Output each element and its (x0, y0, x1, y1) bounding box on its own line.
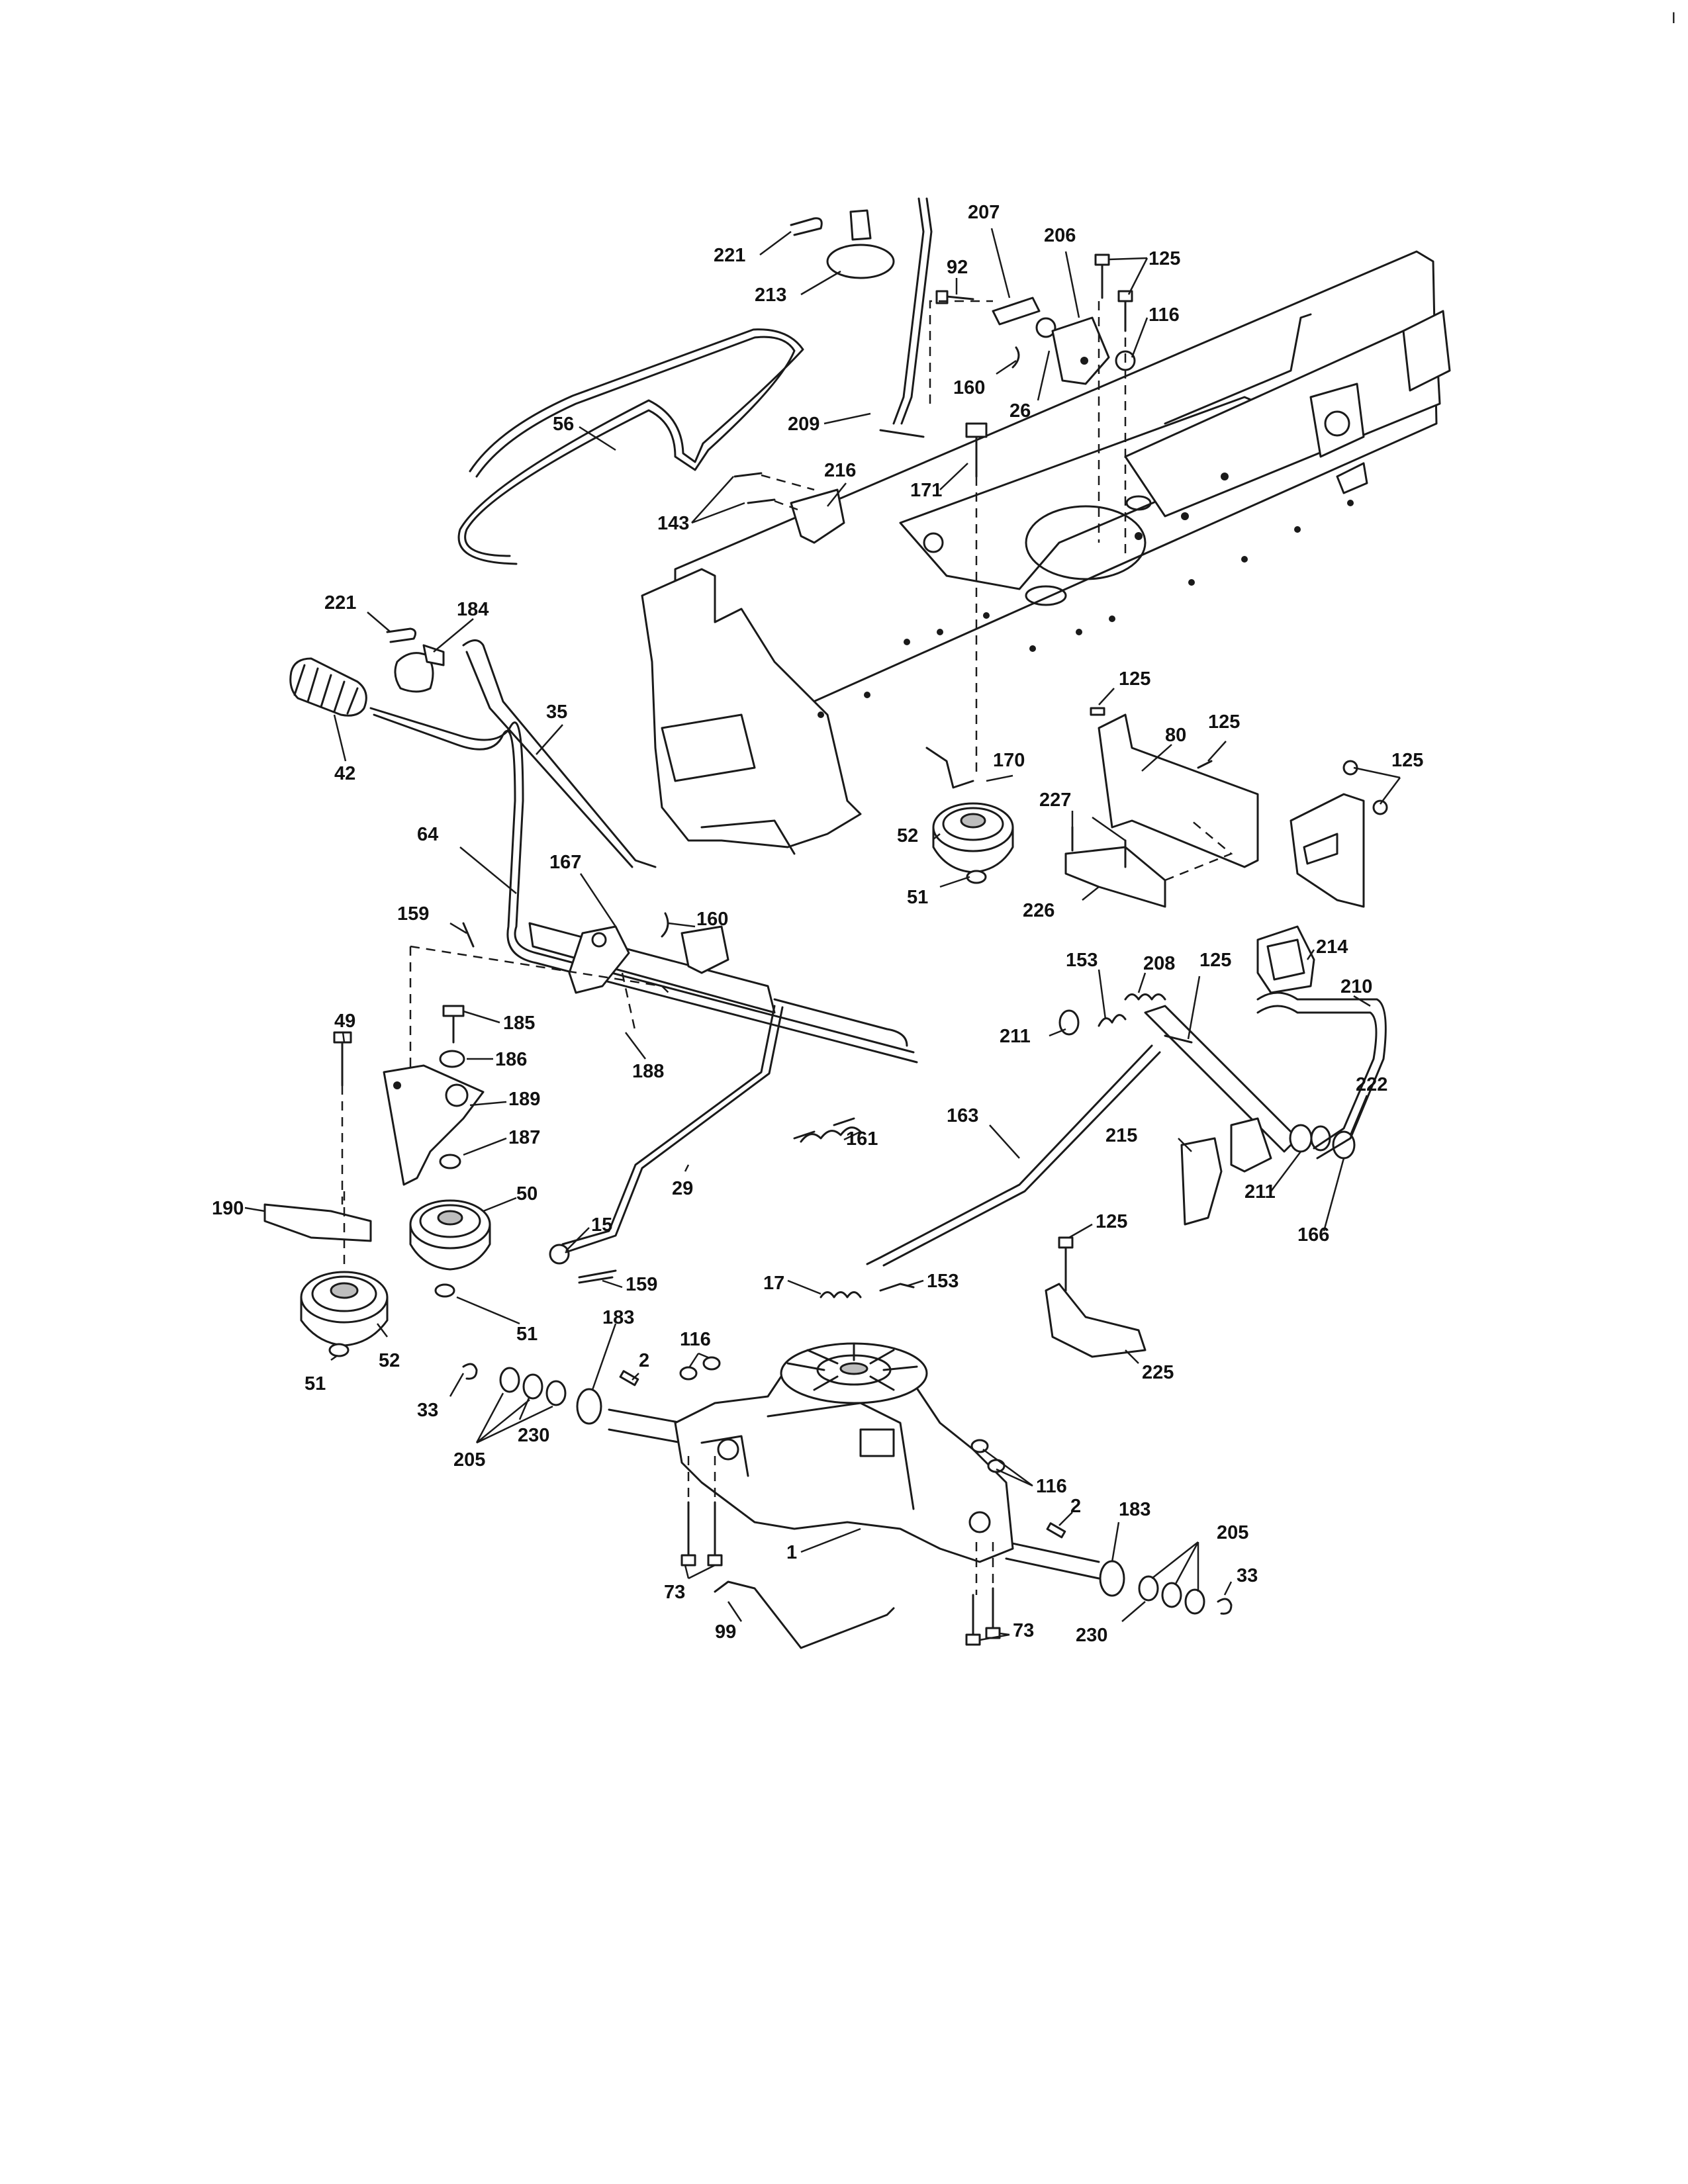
callout-160: 160 (953, 377, 985, 398)
transaxle (462, 1342, 1233, 1649)
drive-belt (457, 328, 804, 565)
callout-51: 51 (516, 1324, 538, 1345)
callout-125: 125 (1208, 711, 1240, 733)
callout-143: 143 (657, 513, 689, 534)
callout-49: 49 (334, 1011, 355, 1032)
callout-73: 73 (1013, 1620, 1034, 1641)
callout-171: 171 (910, 480, 942, 501)
callout-125: 125 (1096, 1211, 1127, 1232)
callout-2: 2 (1070, 1496, 1081, 1517)
callout-208: 208 (1143, 953, 1175, 974)
callout-1: 1 (786, 1542, 797, 1563)
callout-211: 211 (1244, 1181, 1276, 1203)
callout-227: 227 (1039, 790, 1071, 811)
idler-assembly-left (263, 1005, 491, 1357)
callout-221: 221 (324, 592, 356, 614)
callout-184: 184 (457, 599, 489, 620)
frame-assembly (641, 250, 1451, 855)
callout-170: 170 (993, 750, 1025, 771)
callout-labels: 221 213 207 206 125 92 116 160 26 209 56… (212, 202, 1423, 1646)
callout-190: 190 (212, 1198, 244, 1219)
callout-56: 56 (553, 414, 574, 435)
callout-167: 167 (549, 852, 581, 873)
callout-206: 206 (1044, 225, 1076, 246)
callout-161: 161 (846, 1128, 878, 1150)
callout-214: 214 (1316, 936, 1348, 958)
callout-33: 33 (417, 1400, 438, 1421)
callout-216: 216 (824, 460, 856, 481)
callout-230: 230 (1076, 1625, 1107, 1646)
callout-80: 80 (1165, 725, 1186, 746)
callout-52: 52 (379, 1350, 400, 1371)
callout-226: 226 (1023, 900, 1055, 921)
pedal-assembly-right (820, 925, 1387, 1358)
callout-64: 64 (417, 824, 438, 845)
callout-159: 159 (626, 1274, 657, 1295)
callout-125: 125 (1149, 248, 1180, 269)
callout-15: 15 (591, 1214, 612, 1236)
callout-51: 51 (305, 1373, 326, 1394)
callout-35: 35 (546, 702, 567, 723)
callout-51: 51 (907, 887, 928, 908)
callout-29: 29 (672, 1178, 693, 1199)
callout-73: 73 (664, 1582, 685, 1603)
callout-211: 211 (1000, 1026, 1031, 1047)
callout-221: 221 (714, 245, 745, 266)
callout-92: 92 (947, 257, 968, 278)
callout-33: 33 (1237, 1565, 1258, 1586)
callout-125: 125 (1119, 668, 1150, 690)
callout-209: 209 (788, 414, 820, 435)
callout-159: 159 (397, 903, 429, 925)
callout-205: 205 (453, 1449, 485, 1471)
callout-213: 213 (755, 285, 786, 306)
callout-210: 210 (1340, 976, 1372, 997)
callout-116: 116 (1036, 1476, 1067, 1497)
callout-116: 116 (680, 1329, 711, 1350)
callout-205: 205 (1217, 1522, 1248, 1543)
callout-163: 163 (947, 1105, 978, 1126)
callout-42: 42 (334, 763, 355, 784)
callout-222: 222 (1356, 1074, 1387, 1095)
callout-230: 230 (518, 1425, 549, 1446)
callout-215: 215 (1105, 1125, 1137, 1146)
callout-116: 116 (1149, 304, 1180, 326)
callout-188: 188 (632, 1061, 664, 1082)
callout-153: 153 (927, 1271, 959, 1292)
callout-2: 2 (639, 1350, 649, 1371)
callout-26: 26 (1009, 400, 1031, 422)
callout-166: 166 (1297, 1224, 1329, 1246)
callout-187: 187 (508, 1127, 540, 1148)
center-pulley-bracket (925, 707, 1388, 908)
shift-lever-cluster (733, 197, 1136, 774)
callout-52: 52 (897, 825, 918, 846)
callout-17: 17 (763, 1273, 784, 1294)
callout-125: 125 (1391, 750, 1423, 771)
callout-125: 125 (1199, 950, 1231, 971)
leader-lines (244, 228, 1401, 1641)
callout-50: 50 (516, 1183, 538, 1205)
callout-183: 183 (1119, 1499, 1150, 1520)
callout-189: 189 (508, 1089, 540, 1110)
callout-153: 153 (1066, 950, 1098, 971)
callout-185: 185 (503, 1013, 535, 1034)
callout-99: 99 (715, 1621, 736, 1643)
callout-225: 225 (1142, 1362, 1174, 1383)
corner-mark: I (1671, 9, 1676, 27)
callout-186: 186 (495, 1049, 527, 1070)
callout-183: 183 (602, 1307, 634, 1328)
callout-207: 207 (968, 202, 1000, 223)
callout-160: 160 (696, 909, 728, 930)
